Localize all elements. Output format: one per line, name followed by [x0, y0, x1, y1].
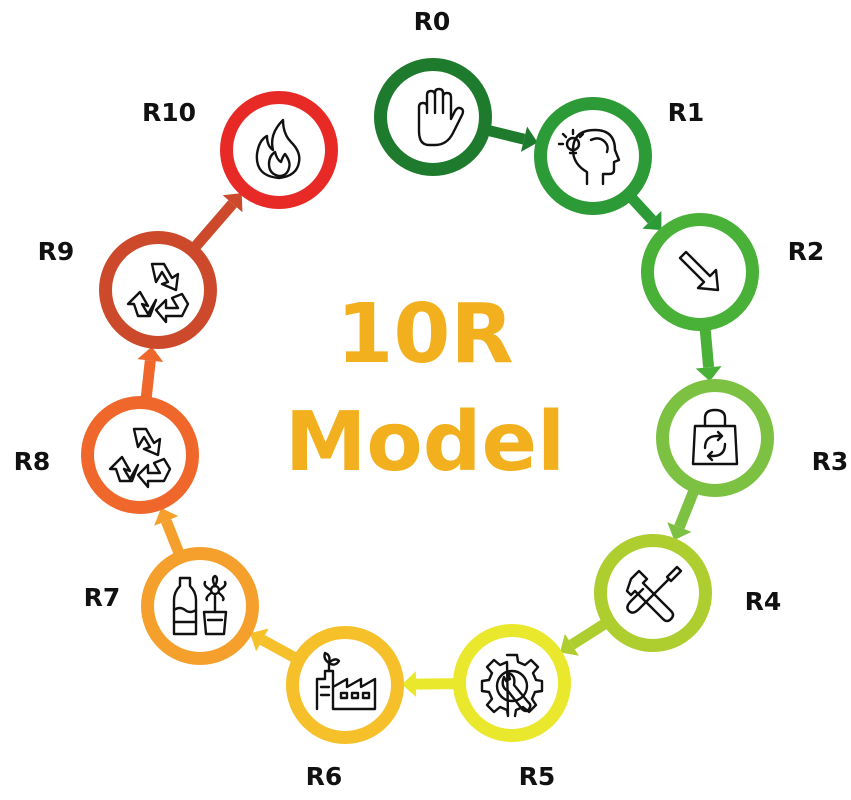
- label-r9: R9: [38, 237, 75, 266]
- reusable-bag-icon: [691, 408, 739, 466]
- hand-stop-icon: [417, 87, 465, 147]
- arrow-r4-to-r5: [560, 616, 612, 656]
- node-r1: R1: [534, 97, 705, 215]
- label-r6: R6: [306, 762, 343, 791]
- node-r7: R7: [84, 547, 259, 665]
- label-r3: R3: [812, 447, 849, 476]
- node-r2: R2: [641, 213, 825, 331]
- node-r10: R10: [142, 91, 338, 209]
- arrow-r3-to-r4: [667, 485, 701, 541]
- node-r6: R6: [286, 626, 404, 791]
- arrow-down-right-icon: [678, 250, 720, 292]
- node-r9: R9: [38, 231, 217, 349]
- arrow-r9-to-r10: [188, 193, 243, 254]
- flame-icon: [255, 118, 301, 180]
- gear-wrench-icon: [480, 653, 544, 718]
- label-r5: R5: [519, 762, 556, 791]
- recycle-icon: [126, 262, 190, 324]
- arrow-r2-to-r3: [695, 324, 722, 382]
- title-line-2: Model: [285, 395, 565, 490]
- node-r3: R3: [656, 379, 849, 497]
- arrow-r0-to-r1: [483, 124, 538, 152]
- arrow-r7-to-r8: [154, 507, 186, 559]
- tools-icon: [625, 565, 683, 623]
- node-r5: R5: [453, 624, 571, 791]
- connector-arrows: [137, 124, 722, 698]
- label-r4: R4: [745, 587, 782, 616]
- title-line-1: 10R: [336, 287, 513, 382]
- label-r8: R8: [14, 447, 51, 476]
- node-r8: R8: [14, 396, 199, 514]
- label-r0: R0: [414, 7, 451, 36]
- recycle-icon: [108, 427, 172, 489]
- factory-icon: [315, 651, 377, 711]
- node-r0: R0: [374, 7, 492, 176]
- cycle-nodes: R0 R1 R2: [14, 7, 849, 791]
- label-r1: R1: [668, 98, 705, 127]
- arrow-r6-to-r7: [250, 628, 302, 665]
- bottle-plant-icon: [172, 574, 228, 636]
- head-idea-icon: [557, 128, 621, 186]
- arrow-r1-to-r2: [624, 191, 662, 231]
- label-r7: R7: [84, 583, 121, 612]
- label-r2: R2: [788, 237, 825, 266]
- node-r4: R4: [594, 534, 782, 652]
- label-r10: R10: [142, 98, 196, 127]
- arrow-r8-to-r9: [137, 346, 164, 403]
- arrow-r5-to-r6: [401, 671, 460, 698]
